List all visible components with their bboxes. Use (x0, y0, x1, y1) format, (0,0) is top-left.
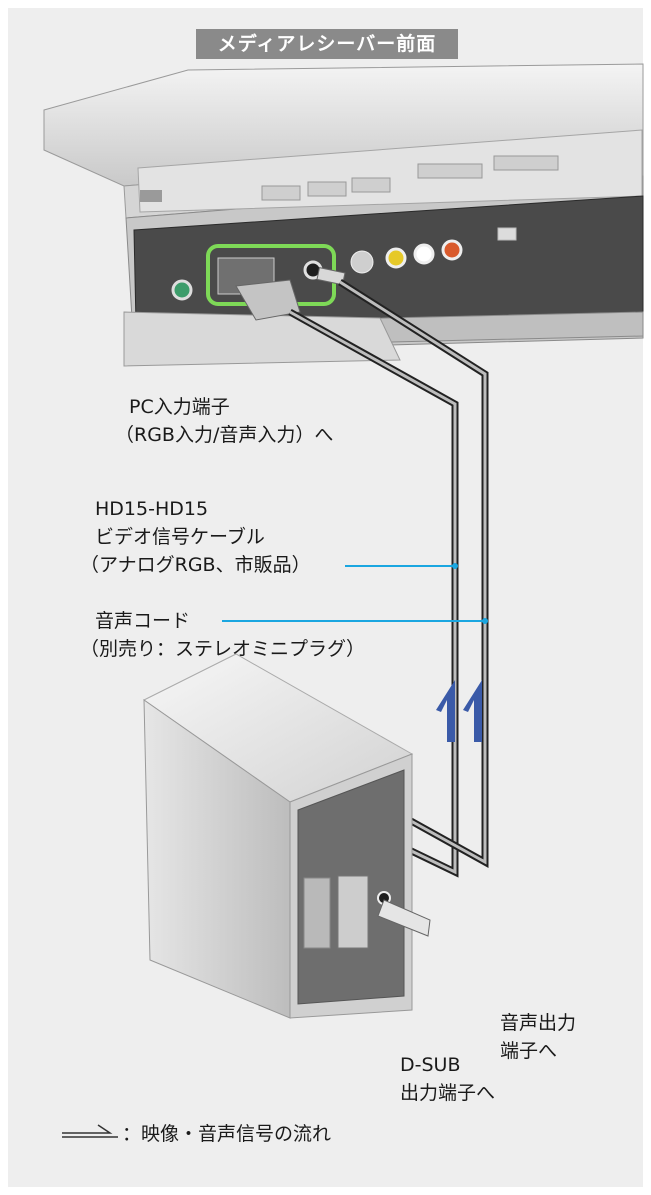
dsub-label: D-SUB (400, 1054, 461, 1076)
signal-flow-arrows (436, 680, 482, 742)
pc-tower (143, 653, 431, 1019)
audio-out-label-2: 端子へ (500, 1040, 558, 1062)
dsub-label-2: 出力端子へ (400, 1082, 496, 1104)
audio-out-label: 音声出力 (500, 1012, 577, 1034)
video-cable-label-3: （アナログRGB、市販品） (80, 554, 311, 576)
audio-cord-label: 音声コード (95, 610, 191, 632)
pc-input-label: PC入力端子 (129, 396, 230, 418)
video-cable-label: HD15-HD15 (95, 498, 209, 520)
video-cable (288, 308, 459, 878)
legend-text: ：映像・音声信号の流れ (122, 1123, 332, 1145)
legend-arrow-icon (62, 1124, 118, 1138)
diagram-title: メディアレシーバー前面 (196, 29, 458, 59)
media-receiver (43, 63, 644, 367)
audio-cord-label-2: （別売り：ステレオミニプラグ） (80, 638, 366, 660)
video-cable-label-2: ビデオ信号ケーブル (95, 526, 265, 548)
pc-input-label-2: （RGB入力/音声入力）へ (115, 424, 334, 446)
